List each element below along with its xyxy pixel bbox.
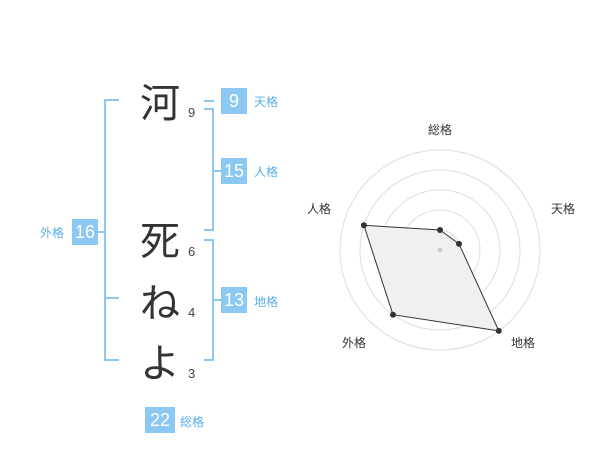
gaikaku-label: 外格 [40, 226, 65, 240]
radar-point-2 [456, 240, 463, 247]
tenkaku-label: 天格 [254, 95, 279, 109]
name-char-1: 河 [140, 81, 180, 127]
jinkaku-bracket [204, 108, 214, 231]
radar-points [360, 222, 502, 334]
radar-ring-4 [359, 169, 521, 331]
name-char-4: よ [140, 341, 180, 387]
stroke-count-4: 3 [188, 366, 196, 381]
radar-area [363, 224, 500, 332]
chikaku-badge: 13 [221, 287, 247, 313]
radar-point-1 [437, 227, 443, 233]
chikaku-label: 地格 [254, 295, 279, 309]
gaikaku-bracket [104, 99, 119, 361]
soukaku-label: 総格 [180, 415, 205, 429]
radar-axis-label-soukaku: 総格 [428, 123, 453, 137]
radar-ring-5 [339, 149, 541, 351]
stroke-count-1: 9 [188, 105, 196, 120]
radar-axis-label-gaikaku: 外格 [342, 336, 367, 350]
soukaku-badge: 22 [145, 407, 175, 433]
radar-point-4 [389, 311, 396, 318]
stroke-count-2: 6 [188, 244, 196, 259]
name-char-2: 死 [140, 219, 180, 265]
tenkaku-badge: 9 [221, 88, 247, 114]
name-char-3: ね [140, 281, 180, 327]
radar-point-5 [360, 222, 367, 229]
stroke-count-3: 4 [188, 305, 196, 320]
radar-center [437, 247, 443, 253]
radar-axis-label-chikaku: 地格 [511, 336, 536, 350]
jinkaku-badge: 15 [221, 158, 247, 184]
radar-axis-label-tenkaku: 天格 [551, 202, 576, 216]
gaikaku-badge: 16 [72, 219, 98, 245]
jinkaku-label: 人格 [254, 165, 279, 179]
radar-point-3 [495, 327, 502, 334]
radar-axis-label-jinkaku: 人格 [307, 202, 332, 216]
